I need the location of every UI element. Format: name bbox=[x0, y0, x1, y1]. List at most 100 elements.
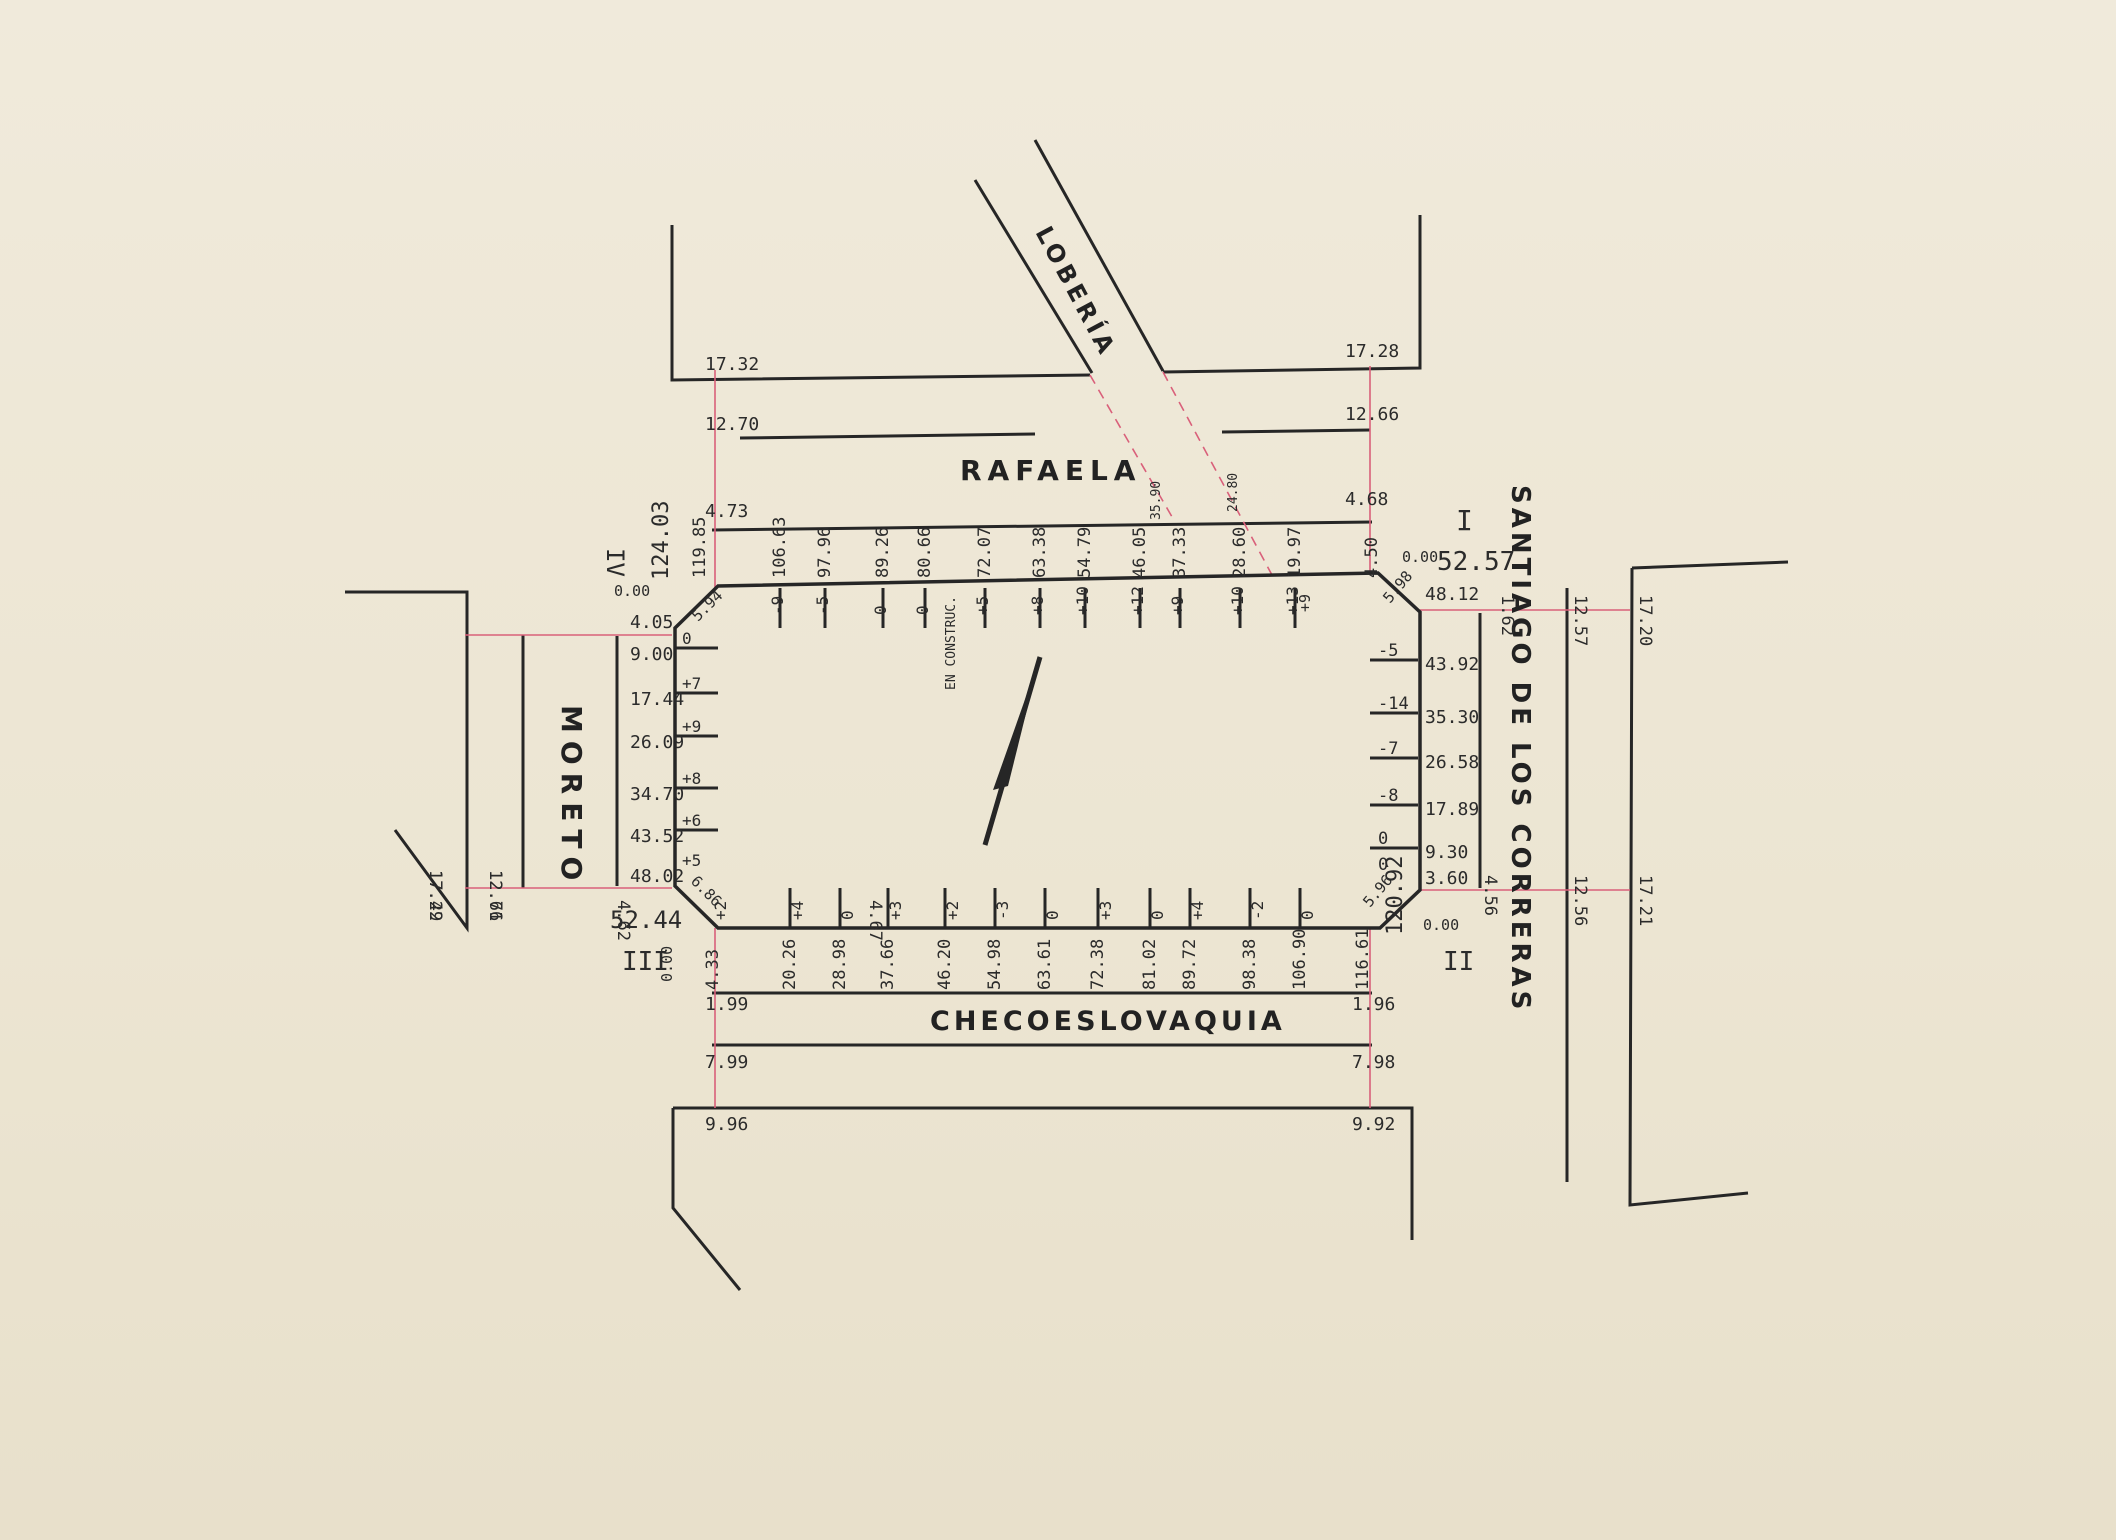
rafaela-offset: +5 bbox=[973, 596, 992, 615]
loberia-dashed-right bbox=[1162, 371, 1273, 576]
rafaela-chainage: 19.97 bbox=[1285, 527, 1305, 578]
red-measure-lines bbox=[465, 366, 1630, 1108]
rafaela-inner-line-right bbox=[1221, 428, 1371, 434]
street-width-east: 12.56 bbox=[1570, 875, 1590, 926]
checo-chainage: 37.66 bbox=[878, 939, 898, 990]
vertex-i-label: I bbox=[1456, 504, 1473, 537]
moreto-offset: +7 bbox=[682, 674, 701, 693]
moreto-chainage: 34.70 bbox=[630, 784, 684, 805]
checo-offset: 0 bbox=[1148, 910, 1167, 920]
moreto-chainage: 9.00 bbox=[630, 644, 673, 665]
rafaela-offset: +8 bbox=[1028, 596, 1047, 615]
checo-chainage: 4.33 bbox=[703, 949, 723, 990]
checo-offset: -2 bbox=[1248, 901, 1267, 920]
vertex-ii-label: II bbox=[1443, 947, 1474, 977]
west-curb bbox=[345, 590, 469, 933]
north-curb-left bbox=[670, 225, 1091, 382]
checo-offset: +3 bbox=[1096, 901, 1115, 920]
rafaela-chainage: 72.07 bbox=[975, 527, 995, 578]
santiago-chainage: 43.92 bbox=[1425, 654, 1479, 675]
moreto-offset: +9 bbox=[682, 717, 701, 736]
rafaela-offset: +10 bbox=[1073, 586, 1092, 615]
block-outline bbox=[673, 571, 1422, 930]
street-width-north: 4.68 bbox=[1345, 489, 1388, 510]
street-width-west: 12.61 bbox=[485, 870, 505, 921]
checo-chainage: 72.38 bbox=[1088, 939, 1108, 990]
checo-chainage: 89.72 bbox=[1180, 939, 1200, 990]
loberia-mark: 24.80 bbox=[1226, 473, 1241, 512]
street-width-north: 12.66 bbox=[1345, 404, 1399, 425]
corner-zero-iii: 0.00 bbox=[658, 946, 676, 982]
checo-offset: -3 bbox=[993, 901, 1012, 920]
rafaela-offset-extra: +9 bbox=[1296, 594, 1314, 612]
south-curb bbox=[673, 1106, 1414, 1240]
side-iv-length: 124.03 bbox=[649, 501, 674, 580]
santiago-offset: -7 bbox=[1378, 739, 1398, 759]
checo-chainage: 98.38 bbox=[1240, 939, 1260, 990]
rafaela-chainage: 119.85 bbox=[690, 517, 710, 578]
street-width-south: 9.92 bbox=[1352, 1114, 1395, 1135]
loberia-dashed-left bbox=[1089, 374, 1176, 523]
moreto-offset: +8 bbox=[682, 769, 701, 788]
moreto-chainage: 43.52 bbox=[630, 826, 684, 847]
east-curb bbox=[1628, 567, 1749, 1207]
side-iii-length: 52.44 bbox=[610, 906, 682, 934]
santiago-chainage: 48.12 bbox=[1425, 584, 1479, 605]
moreto-chainage: 17.44 bbox=[630, 689, 684, 710]
chamfer-iv: 5.94 bbox=[688, 587, 726, 625]
street-santiago: SANTIAGO DE LOS CORRERAS bbox=[1505, 485, 1535, 1013]
street-width-west: 12.76 bbox=[485, 870, 505, 921]
moreto-chainage: 4.05 bbox=[630, 612, 673, 633]
street-width-east: 4.56 bbox=[1480, 875, 1500, 916]
santiago-chainage: 26.58 bbox=[1425, 752, 1479, 773]
rafaela-offset: +9 bbox=[1168, 596, 1187, 615]
construction-note: EN CONSTRUC. bbox=[944, 596, 959, 690]
street-width-east: 12.57 bbox=[1570, 595, 1590, 646]
checo-offset: +4 bbox=[1188, 901, 1207, 920]
vertex-iv-label: IV bbox=[601, 548, 629, 577]
santiago-offset: -5 bbox=[1378, 641, 1398, 661]
street-width-west: 4.67 bbox=[865, 900, 885, 941]
street-moreto: MORETO bbox=[555, 705, 588, 888]
rafaela-sidewalk-line bbox=[711, 520, 1373, 532]
corner-zero-ii: 0.00 bbox=[1423, 916, 1459, 934]
santiago-chainage: 3.60 bbox=[1425, 868, 1468, 889]
chamfer-i: 5.98 bbox=[1379, 567, 1416, 606]
loberia-line-right bbox=[1033, 139, 1165, 372]
side-ii-length: 120.92 bbox=[1383, 856, 1408, 935]
street-rafaela: RAFAELA bbox=[960, 454, 1141, 487]
checo-chainage: 46.20 bbox=[935, 939, 955, 990]
street-width-west: 4.62 bbox=[613, 900, 633, 941]
street-width-south: 9.96 bbox=[705, 1114, 748, 1135]
vertex-iii-label: III bbox=[622, 947, 669, 977]
santiago-chainage: 17.89 bbox=[1425, 799, 1479, 820]
rafaela-chainage: 63.38 bbox=[1030, 527, 1050, 578]
street-width-north: 17.28 bbox=[1345, 341, 1399, 362]
street-width-north: 17.32 bbox=[705, 354, 759, 375]
loberia-line-left bbox=[973, 179, 1094, 374]
checo-offset: 0 bbox=[1298, 910, 1317, 920]
north-curb-right bbox=[1162, 215, 1422, 374]
rafaela-inner-line-left bbox=[739, 432, 1036, 440]
rafaela-chainage: 46.05 bbox=[1130, 527, 1150, 578]
checo-chainage: 20.26 bbox=[780, 939, 800, 990]
santiago-offset: -14 bbox=[1378, 694, 1409, 714]
checo-chainage: 81.02 bbox=[1140, 939, 1160, 990]
checo-offset: +2 bbox=[943, 901, 962, 920]
santiago-chainage: 35.30 bbox=[1425, 707, 1479, 728]
rafaela-chainage: 89.26 bbox=[873, 527, 893, 578]
street-width-south: 1.99 bbox=[705, 994, 748, 1015]
street-checoeslovaquia: CHECOESLOVAQUIA bbox=[930, 1006, 1286, 1037]
street-width-west: 17.29 bbox=[425, 870, 445, 921]
side-i-length: 52.57 bbox=[1437, 547, 1515, 577]
rafaela-chainage: 37.33 bbox=[1170, 527, 1190, 578]
rafaela-offset: -9 bbox=[768, 596, 787, 615]
corner-zero-iv: 0.00 bbox=[614, 582, 650, 600]
santiago-offset: 0 bbox=[1378, 855, 1388, 875]
checo-chainage: 63.61 bbox=[1035, 939, 1055, 990]
santiago-offset: -8 bbox=[1378, 786, 1398, 806]
rafaela-chainage: 97.96 bbox=[815, 527, 835, 578]
checo-offset: +4 bbox=[788, 901, 807, 920]
